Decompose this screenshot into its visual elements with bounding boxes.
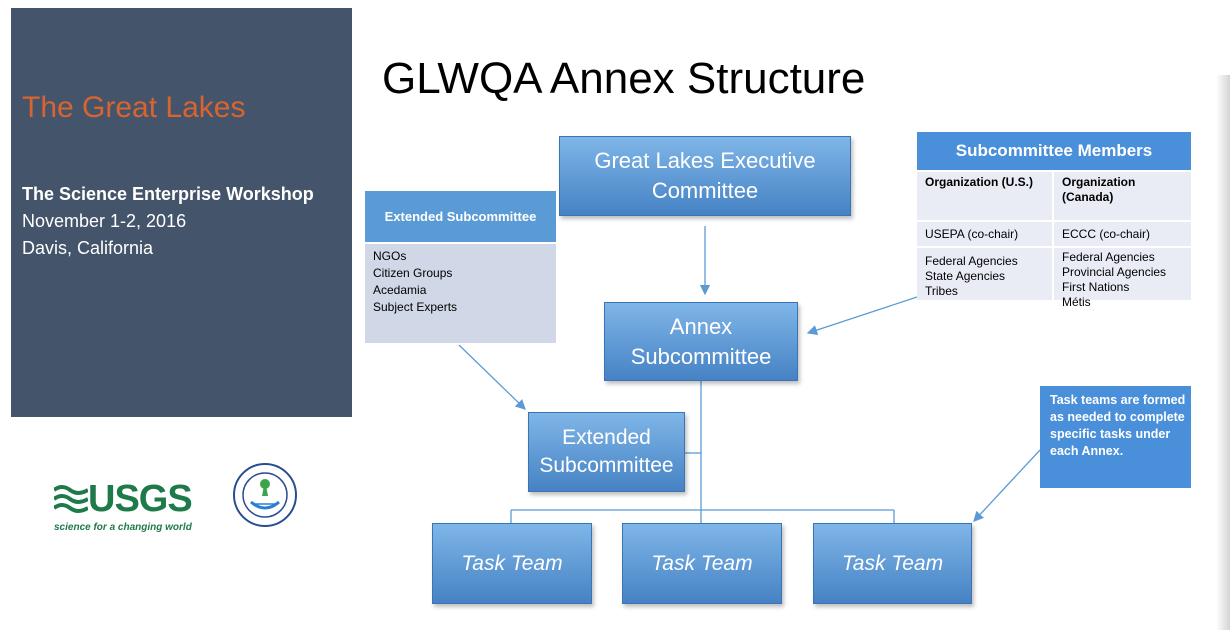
slide-title: GLWQA Annex Structure [382,54,866,103]
list-item: Tribes [925,284,958,298]
task-team-box: Task Team [813,523,972,604]
executive-committee-box: Great Lakes Executive Committee [559,136,851,216]
members-table: Subcommittee Members Organization (U.S.)… [917,132,1191,309]
extended-subcommittee-box: Extended Subcommittee [528,412,685,492]
list-item: Federal Agencies [1062,250,1155,264]
task-teams-note: Task teams are formed as needed to compl… [1040,386,1191,488]
panel-title: The Great Lakes [22,91,246,124]
canada-members: Federal Agencies Provincial Agencies Fir… [1054,248,1191,309]
workshop-name: The Science Enterprise Workshop [22,184,314,204]
canada-column-header: Organization (Canada) [1054,172,1191,220]
list-item: Provincial Agencies [1062,265,1167,279]
epa-seal-icon [233,463,297,527]
members-heading: Subcommittee Members [917,132,1191,170]
usgs-logo: USGS science for a changing world [54,478,194,534]
title-panel [11,8,352,417]
usgs-tagline: science for a changing world [54,522,192,533]
canada-chair: ECCC (co-chair) [1054,222,1191,246]
us-column-header: Organization (U.S.) [917,172,1052,220]
us-chair: USEPA (co-chair) [917,222,1052,246]
extended-heading: Extended Subcommittee [365,191,556,242]
list-item: Federal Agencies [925,254,1018,268]
usgs-wordmark: USGS [88,478,193,520]
list-item: First Nations [1062,280,1130,294]
list-item: Acedamia [373,283,427,297]
annex-subcommittee-box: Annex Subcommittee [604,302,798,381]
list-item: State Agencies [925,269,1006,283]
task-team-box: Task Team [622,523,782,604]
list-item: Métis [1062,295,1091,309]
list-item: Subject Experts [373,300,458,314]
extended-member-list: NGOs Citizen Groups Acedamia Subject Exp… [365,244,556,343]
workshop-date: November 1-2, 2016 [22,211,187,231]
slide-edge-bar [1216,75,1230,630]
list-item: Citizen Groups [373,266,453,280]
usgs-wave-icon [54,485,88,513]
workshop-location: Davis, California [22,238,154,258]
us-members: Federal Agencies State Agencies Tribes [917,248,1052,300]
list-item: NGOs [373,249,407,263]
task-team-box: Task Team [432,523,592,604]
